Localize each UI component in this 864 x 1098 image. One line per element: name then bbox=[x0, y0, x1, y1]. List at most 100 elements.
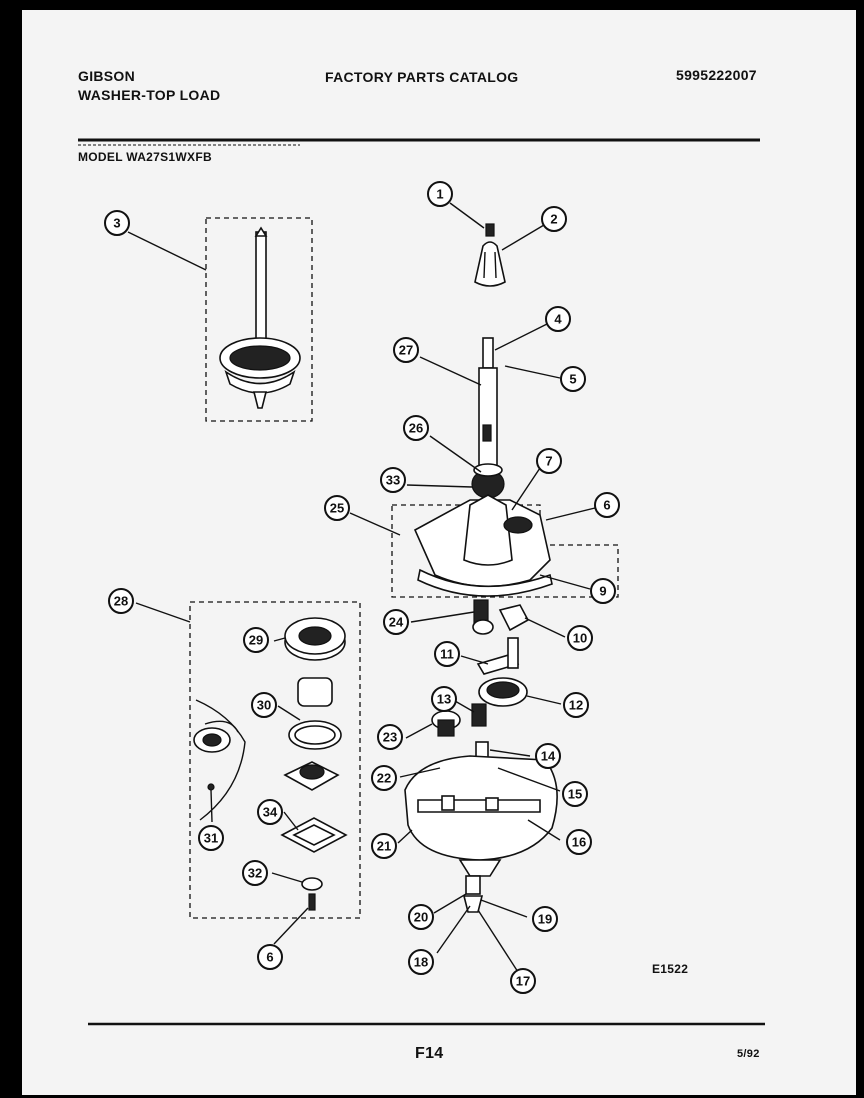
callout-20: 20 bbox=[408, 904, 434, 930]
callout-circle bbox=[541, 206, 567, 232]
callout-circle bbox=[510, 968, 536, 994]
callout-14: 14 bbox=[535, 743, 561, 769]
callout-2: 2 bbox=[541, 206, 567, 232]
callout-33: 33 bbox=[380, 467, 406, 493]
callout-11: 11 bbox=[434, 641, 460, 667]
callout-24: 24 bbox=[383, 609, 409, 635]
callout-number: 13 bbox=[437, 692, 451, 707]
callout-number: 15 bbox=[568, 787, 582, 802]
callout-number: 14 bbox=[541, 749, 556, 764]
callout-circle bbox=[324, 495, 350, 521]
callout-layer: 1234566791011121314151617181920212223242… bbox=[104, 181, 620, 994]
callout-circle bbox=[380, 467, 406, 493]
callout-circle bbox=[198, 825, 224, 851]
callout-31: 31 bbox=[198, 825, 224, 851]
callout-circle bbox=[536, 448, 562, 474]
callout-circle bbox=[562, 781, 588, 807]
callout-number: 31 bbox=[204, 831, 218, 846]
callout-number: 7 bbox=[545, 454, 552, 469]
callout-circle bbox=[566, 829, 592, 855]
page-code: F14 bbox=[415, 1045, 444, 1062]
callout-27: 27 bbox=[393, 337, 419, 363]
callout-number: 6 bbox=[603, 498, 610, 513]
callout-number: 1 bbox=[436, 187, 443, 202]
callout-circle bbox=[251, 692, 277, 718]
callout-number: 23 bbox=[383, 730, 397, 745]
callout-number: 29 bbox=[249, 633, 263, 648]
callout-21: 21 bbox=[371, 833, 397, 859]
diagram-reference-code: E1522 bbox=[652, 962, 689, 976]
callout-circle bbox=[383, 609, 409, 635]
group-box-part-28 bbox=[189, 601, 361, 919]
callout-29: 29 bbox=[243, 627, 269, 653]
callout-circle bbox=[427, 181, 453, 207]
callout-circle bbox=[590, 578, 616, 604]
callout-10: 10 bbox=[567, 625, 593, 651]
callout-circle bbox=[431, 686, 457, 712]
callout-9: 9 bbox=[590, 578, 616, 604]
callout-circle bbox=[594, 492, 620, 518]
model-label: MODEL WA27S1WXFB bbox=[78, 150, 212, 164]
callout-number: 3 bbox=[113, 216, 120, 231]
callout-30: 30 bbox=[251, 692, 277, 718]
callout-number: 21 bbox=[377, 839, 391, 854]
callout-number: 10 bbox=[573, 631, 587, 646]
group-box-part-25 bbox=[391, 504, 619, 598]
callout-number: 5 bbox=[569, 372, 576, 387]
callout-23: 23 bbox=[377, 724, 403, 750]
brand-label: GIBSON bbox=[78, 68, 136, 84]
callout-25: 25 bbox=[324, 495, 350, 521]
callout-number: 12 bbox=[569, 698, 583, 713]
callout-1: 1 bbox=[427, 181, 453, 207]
catalog-number: 5995222007 bbox=[676, 67, 757, 83]
callout-number: 26 bbox=[409, 421, 423, 436]
callout-5: 5 bbox=[560, 366, 586, 392]
agitator-nut-and-cap bbox=[474, 223, 506, 287]
callout-34: 34 bbox=[257, 799, 283, 825]
callout-number: 28 bbox=[114, 594, 128, 609]
callout-circle bbox=[403, 415, 429, 441]
callout-16: 16 bbox=[566, 829, 592, 855]
catalog-title: FACTORY PARTS CATALOG bbox=[325, 69, 519, 85]
callout-12: 12 bbox=[563, 692, 589, 718]
callout-6: 6 bbox=[257, 944, 283, 970]
callout-circle bbox=[560, 366, 586, 392]
callout-number: 17 bbox=[516, 974, 530, 989]
callout-circle bbox=[567, 625, 593, 651]
callout-number: 4 bbox=[554, 312, 562, 327]
callout-number: 34 bbox=[263, 805, 278, 820]
callout-circle bbox=[535, 743, 561, 769]
transmission-cover bbox=[413, 494, 553, 597]
callout-17: 17 bbox=[510, 968, 536, 994]
callout-3: 3 bbox=[104, 210, 130, 236]
callout-7: 7 bbox=[536, 448, 562, 474]
callout-28: 28 bbox=[108, 588, 134, 614]
callout-circle bbox=[532, 906, 558, 932]
callout-number: 6 bbox=[266, 950, 273, 965]
callout-number: 11 bbox=[440, 647, 454, 662]
callout-number: 27 bbox=[399, 343, 413, 358]
callout-circle bbox=[377, 724, 403, 750]
gearcase-housing bbox=[404, 755, 558, 913]
callout-15: 15 bbox=[562, 781, 588, 807]
callout-circle bbox=[257, 799, 283, 825]
callout-6: 6 bbox=[594, 492, 620, 518]
callout-circle bbox=[104, 210, 130, 236]
callout-number: 19 bbox=[538, 912, 552, 927]
callout-circle bbox=[243, 627, 269, 653]
callout-circle bbox=[393, 337, 419, 363]
callout-circle bbox=[408, 904, 434, 930]
callout-number: 16 bbox=[572, 835, 586, 850]
callout-circle bbox=[257, 944, 283, 970]
callout-circle bbox=[371, 833, 397, 859]
callout-26: 26 bbox=[403, 415, 429, 441]
callout-circle bbox=[371, 765, 397, 791]
callout-number: 18 bbox=[414, 955, 428, 970]
callout-4: 4 bbox=[545, 306, 571, 332]
callout-circle bbox=[408, 949, 434, 975]
main-drive-shaft bbox=[471, 337, 505, 499]
transmission-gears bbox=[431, 599, 530, 761]
callout-number: 33 bbox=[386, 473, 400, 488]
